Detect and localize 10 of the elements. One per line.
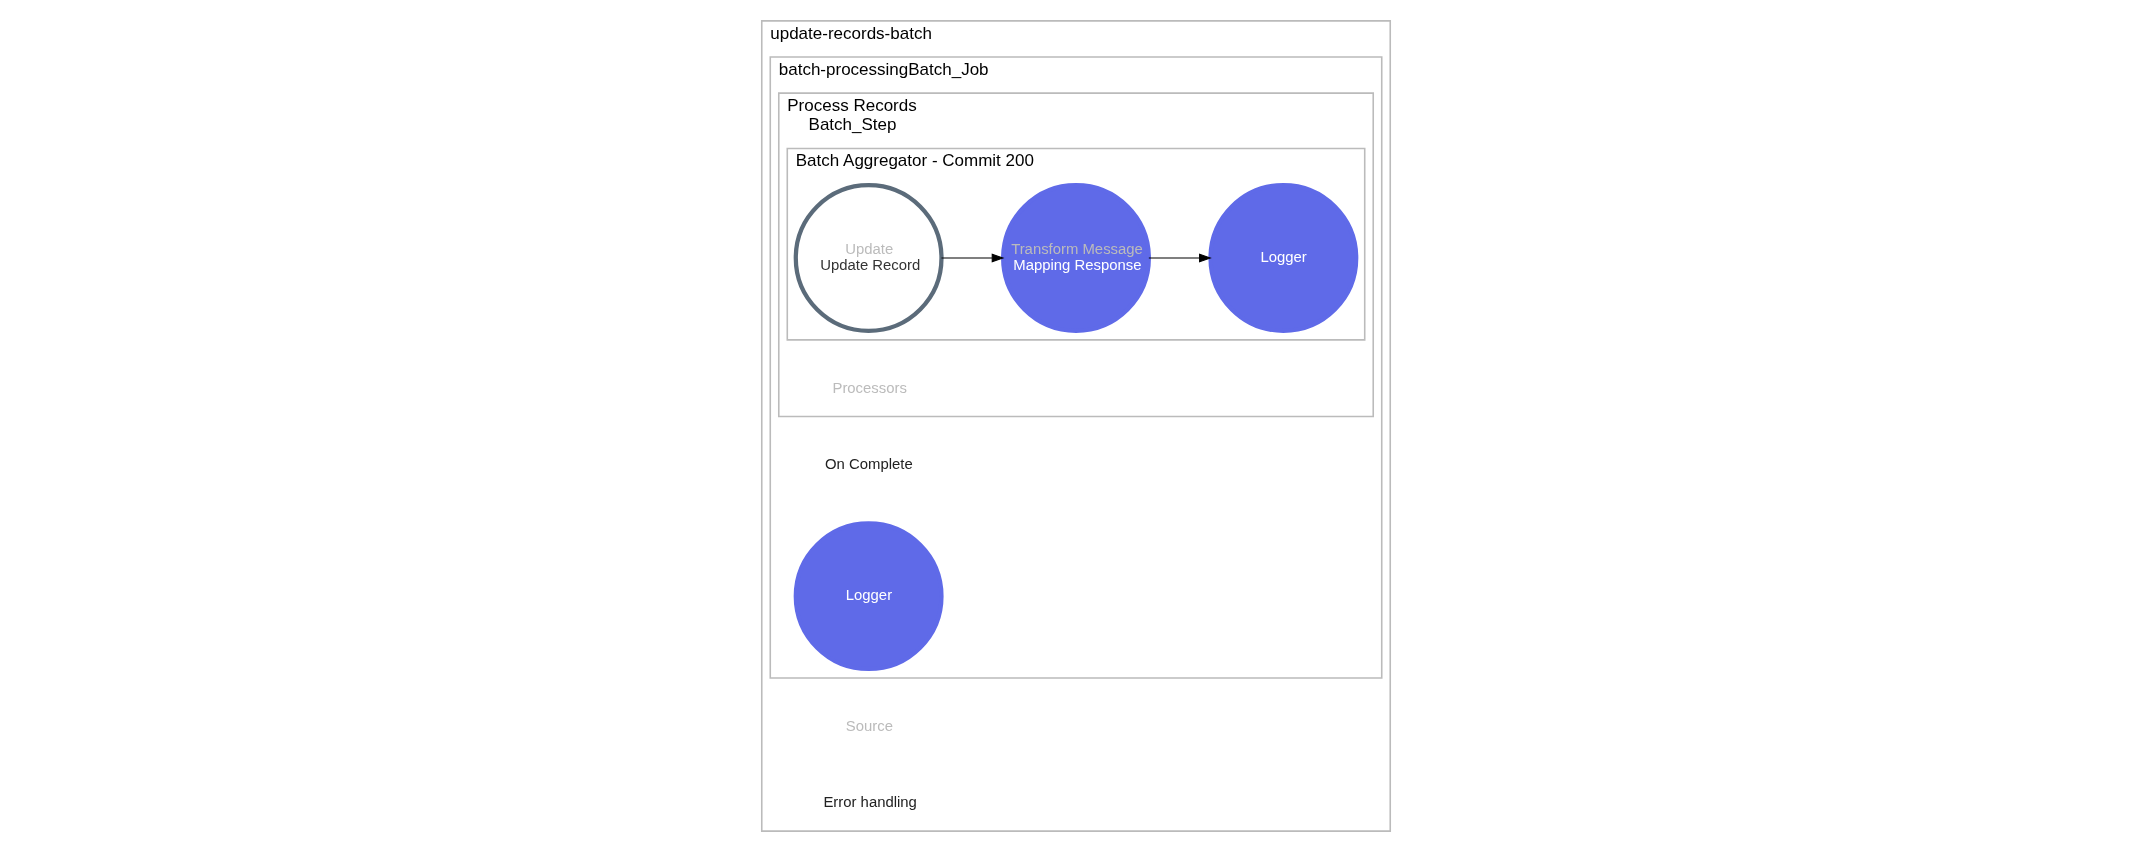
label: On Complete [825,456,913,473]
label: Error handling [823,794,917,811]
node-circle: Update Update Record [793,183,944,333]
arrow [1148,253,1212,263]
node-circle: Logger [1208,183,1359,333]
arrow [940,253,1005,263]
label: Processors [832,379,907,396]
label: Source [845,717,893,734]
node-circle: Transform Message Mapping Response [1001,183,1151,333]
node-circle: Logger [793,521,944,672]
